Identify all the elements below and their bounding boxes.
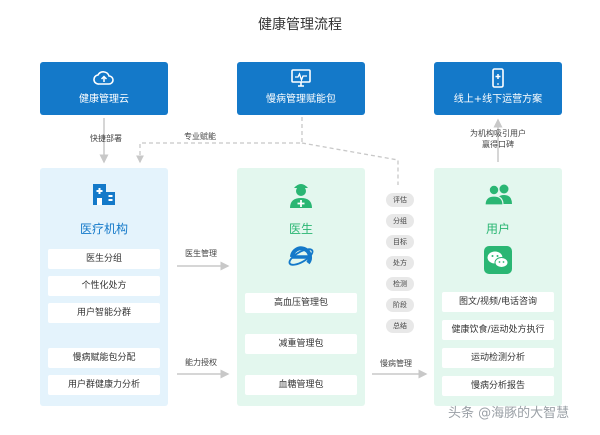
list-item: 医生分组 xyxy=(48,249,160,269)
step-pill: 评估 xyxy=(386,193,414,207)
cloud-box-label: 健康管理云 xyxy=(79,94,129,105)
step-pill: 分组 xyxy=(386,214,414,228)
list-item: 健康饮食/运动处方执行 xyxy=(442,320,554,340)
step-pill: 目标 xyxy=(386,235,414,249)
users-icon xyxy=(484,184,512,206)
doctor-icon xyxy=(290,184,312,208)
list-item: 慢病分析报告 xyxy=(442,376,554,396)
browser-e-icon xyxy=(288,246,314,266)
note-deploy: 快捷部署 xyxy=(90,134,122,143)
operation-box-label: 线上+线下运营方案 xyxy=(453,94,543,105)
empower-box: 慢病管理赋能包 xyxy=(237,62,365,115)
monitor-icon xyxy=(291,69,311,87)
empower-box-label: 慢病管理赋能包 xyxy=(266,94,336,105)
note-attract-line2: 赢得口碑 xyxy=(482,140,514,149)
wechat-icon xyxy=(484,246,512,274)
page-title: 健康管理流程 xyxy=(258,17,342,33)
list-item: 高血压管理包 xyxy=(245,293,357,313)
column-doctor: 医生 高血压管理包 减重管理包 血糖管理包 xyxy=(237,168,365,406)
column-institution: 医疗机构 医生分组 个性化处方 用户智能分群 慢病赋能包分配 用户群健康力分析 xyxy=(40,168,168,406)
list-item: 减重管理包 xyxy=(245,334,357,354)
step-pill: 处方 xyxy=(386,256,414,270)
label-power-grant: 能力授权 xyxy=(185,358,217,367)
watermark: 头条 @海豚的大智慧 xyxy=(448,406,570,421)
cloud-box: 健康管理云 xyxy=(40,62,168,115)
column-title-user: 用户 xyxy=(485,222,510,236)
arrow-empower-left xyxy=(136,117,303,164)
list-item: 血糖管理包 xyxy=(245,375,357,395)
list-item: 用户群健康力分析 xyxy=(48,375,160,395)
cloud-upload-icon xyxy=(93,71,114,85)
list-item: 运动检测分析 xyxy=(442,348,554,368)
note-empower: 专业赋能 xyxy=(184,132,216,141)
step-pill: 阶段 xyxy=(386,298,414,312)
list-item: 用户智能分群 xyxy=(48,303,160,323)
phone-icon xyxy=(492,68,504,88)
list-item: 图文/视频/电话咨询 xyxy=(442,292,554,312)
note-attract: 为机构吸引用户 赢得口碑 xyxy=(452,128,544,150)
list-item: 慢病赋能包分配 xyxy=(48,348,160,368)
step-pill: 检测 xyxy=(386,277,414,291)
note-attract-line1: 为机构吸引用户 xyxy=(470,129,526,138)
column-title-institution: 医疗机构 xyxy=(79,222,128,236)
operation-box: 线上+线下运营方案 xyxy=(434,62,562,115)
list-item: 个性化处方 xyxy=(48,276,160,296)
hospital-icon xyxy=(93,184,115,205)
label-doctor-manage: 医生管理 xyxy=(185,249,217,258)
label-chronic-manage: 慢病管理 xyxy=(380,359,412,368)
arrow-empower-right xyxy=(301,142,399,185)
column-title-doctor: 医生 xyxy=(288,222,313,236)
step-pill: 总结 xyxy=(386,319,414,333)
column-user: 用户 图文/视频/电话咨询 健康饮食/运动处方执行 运动检测分析 慢病分析报告 xyxy=(434,168,562,406)
